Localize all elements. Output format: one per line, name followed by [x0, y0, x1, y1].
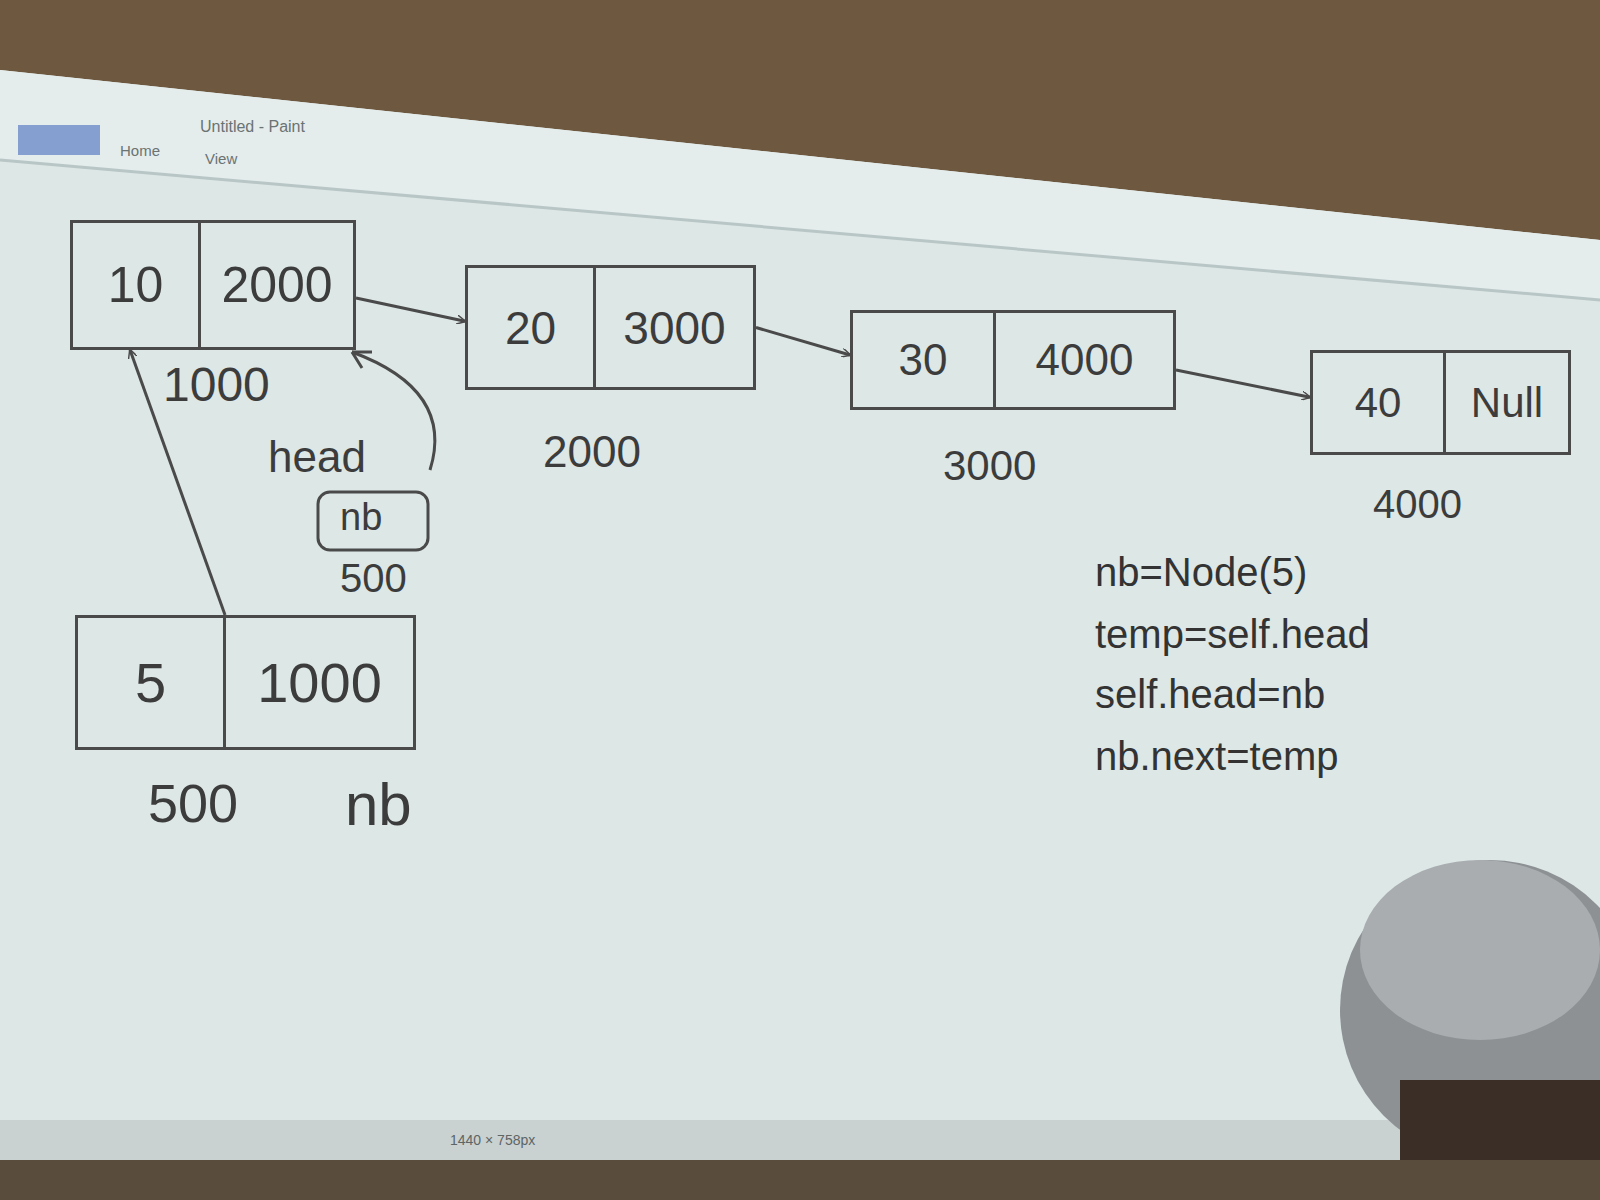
address-label: 3000 — [943, 442, 1036, 490]
pointer-arrow — [356, 298, 465, 321]
pointer-arrow — [1176, 370, 1310, 397]
pointer-cell: 4000 — [993, 313, 1173, 407]
ribbon-tab: Home — [120, 142, 160, 159]
scribble-box — [318, 492, 428, 550]
file-tab — [18, 125, 100, 155]
data-cell: 20 — [468, 268, 593, 387]
status-bar — [0, 1120, 1600, 1160]
data-cell: 30 — [853, 313, 993, 407]
code-line: temp=self.head — [1095, 612, 1370, 657]
code-line: nb=Node(5) — [1095, 550, 1307, 595]
scribble-label: nb — [340, 496, 382, 539]
address-label: 2000 — [543, 427, 641, 477]
address-label: 1000 — [163, 357, 270, 412]
ribbon-tab: View — [205, 150, 237, 167]
data-cell: 5 — [78, 618, 223, 747]
list-node: 1020001000 — [70, 220, 356, 350]
list-node: 40Null4000 — [1310, 350, 1571, 455]
list-node: 2030002000 — [465, 265, 756, 390]
status-text: 1440 × 758px — [450, 1132, 535, 1148]
address-label: 4000 — [1373, 482, 1462, 527]
pointer-cell: 1000 — [223, 618, 413, 747]
variable-name: nb — [345, 770, 412, 839]
code-line: nb.next=temp — [1095, 734, 1339, 779]
viewer-body — [1400, 1080, 1600, 1160]
pointer-arrow — [756, 328, 850, 356]
address-note: 500 — [340, 556, 407, 601]
data-cell: 40 — [1313, 353, 1443, 452]
code-line: self.head=nb — [1095, 672, 1325, 717]
pointer-cell: Null — [1443, 353, 1568, 452]
data-cell: 10 — [73, 223, 198, 347]
viewer-head — [1340, 860, 1600, 1160]
floor — [0, 1160, 1600, 1200]
pointer-cell: 3000 — [593, 268, 753, 387]
head-label: head — [268, 432, 366, 482]
window-title: Untitled - Paint — [200, 118, 305, 136]
list-node: 51000500 — [75, 615, 416, 750]
head-pointer-tip — [352, 352, 372, 368]
pointer-cell: 2000 — [198, 223, 353, 347]
viewer-cap — [1360, 860, 1600, 1040]
address-label: 500 — [148, 772, 238, 834]
list-node: 3040003000 — [850, 310, 1176, 410]
